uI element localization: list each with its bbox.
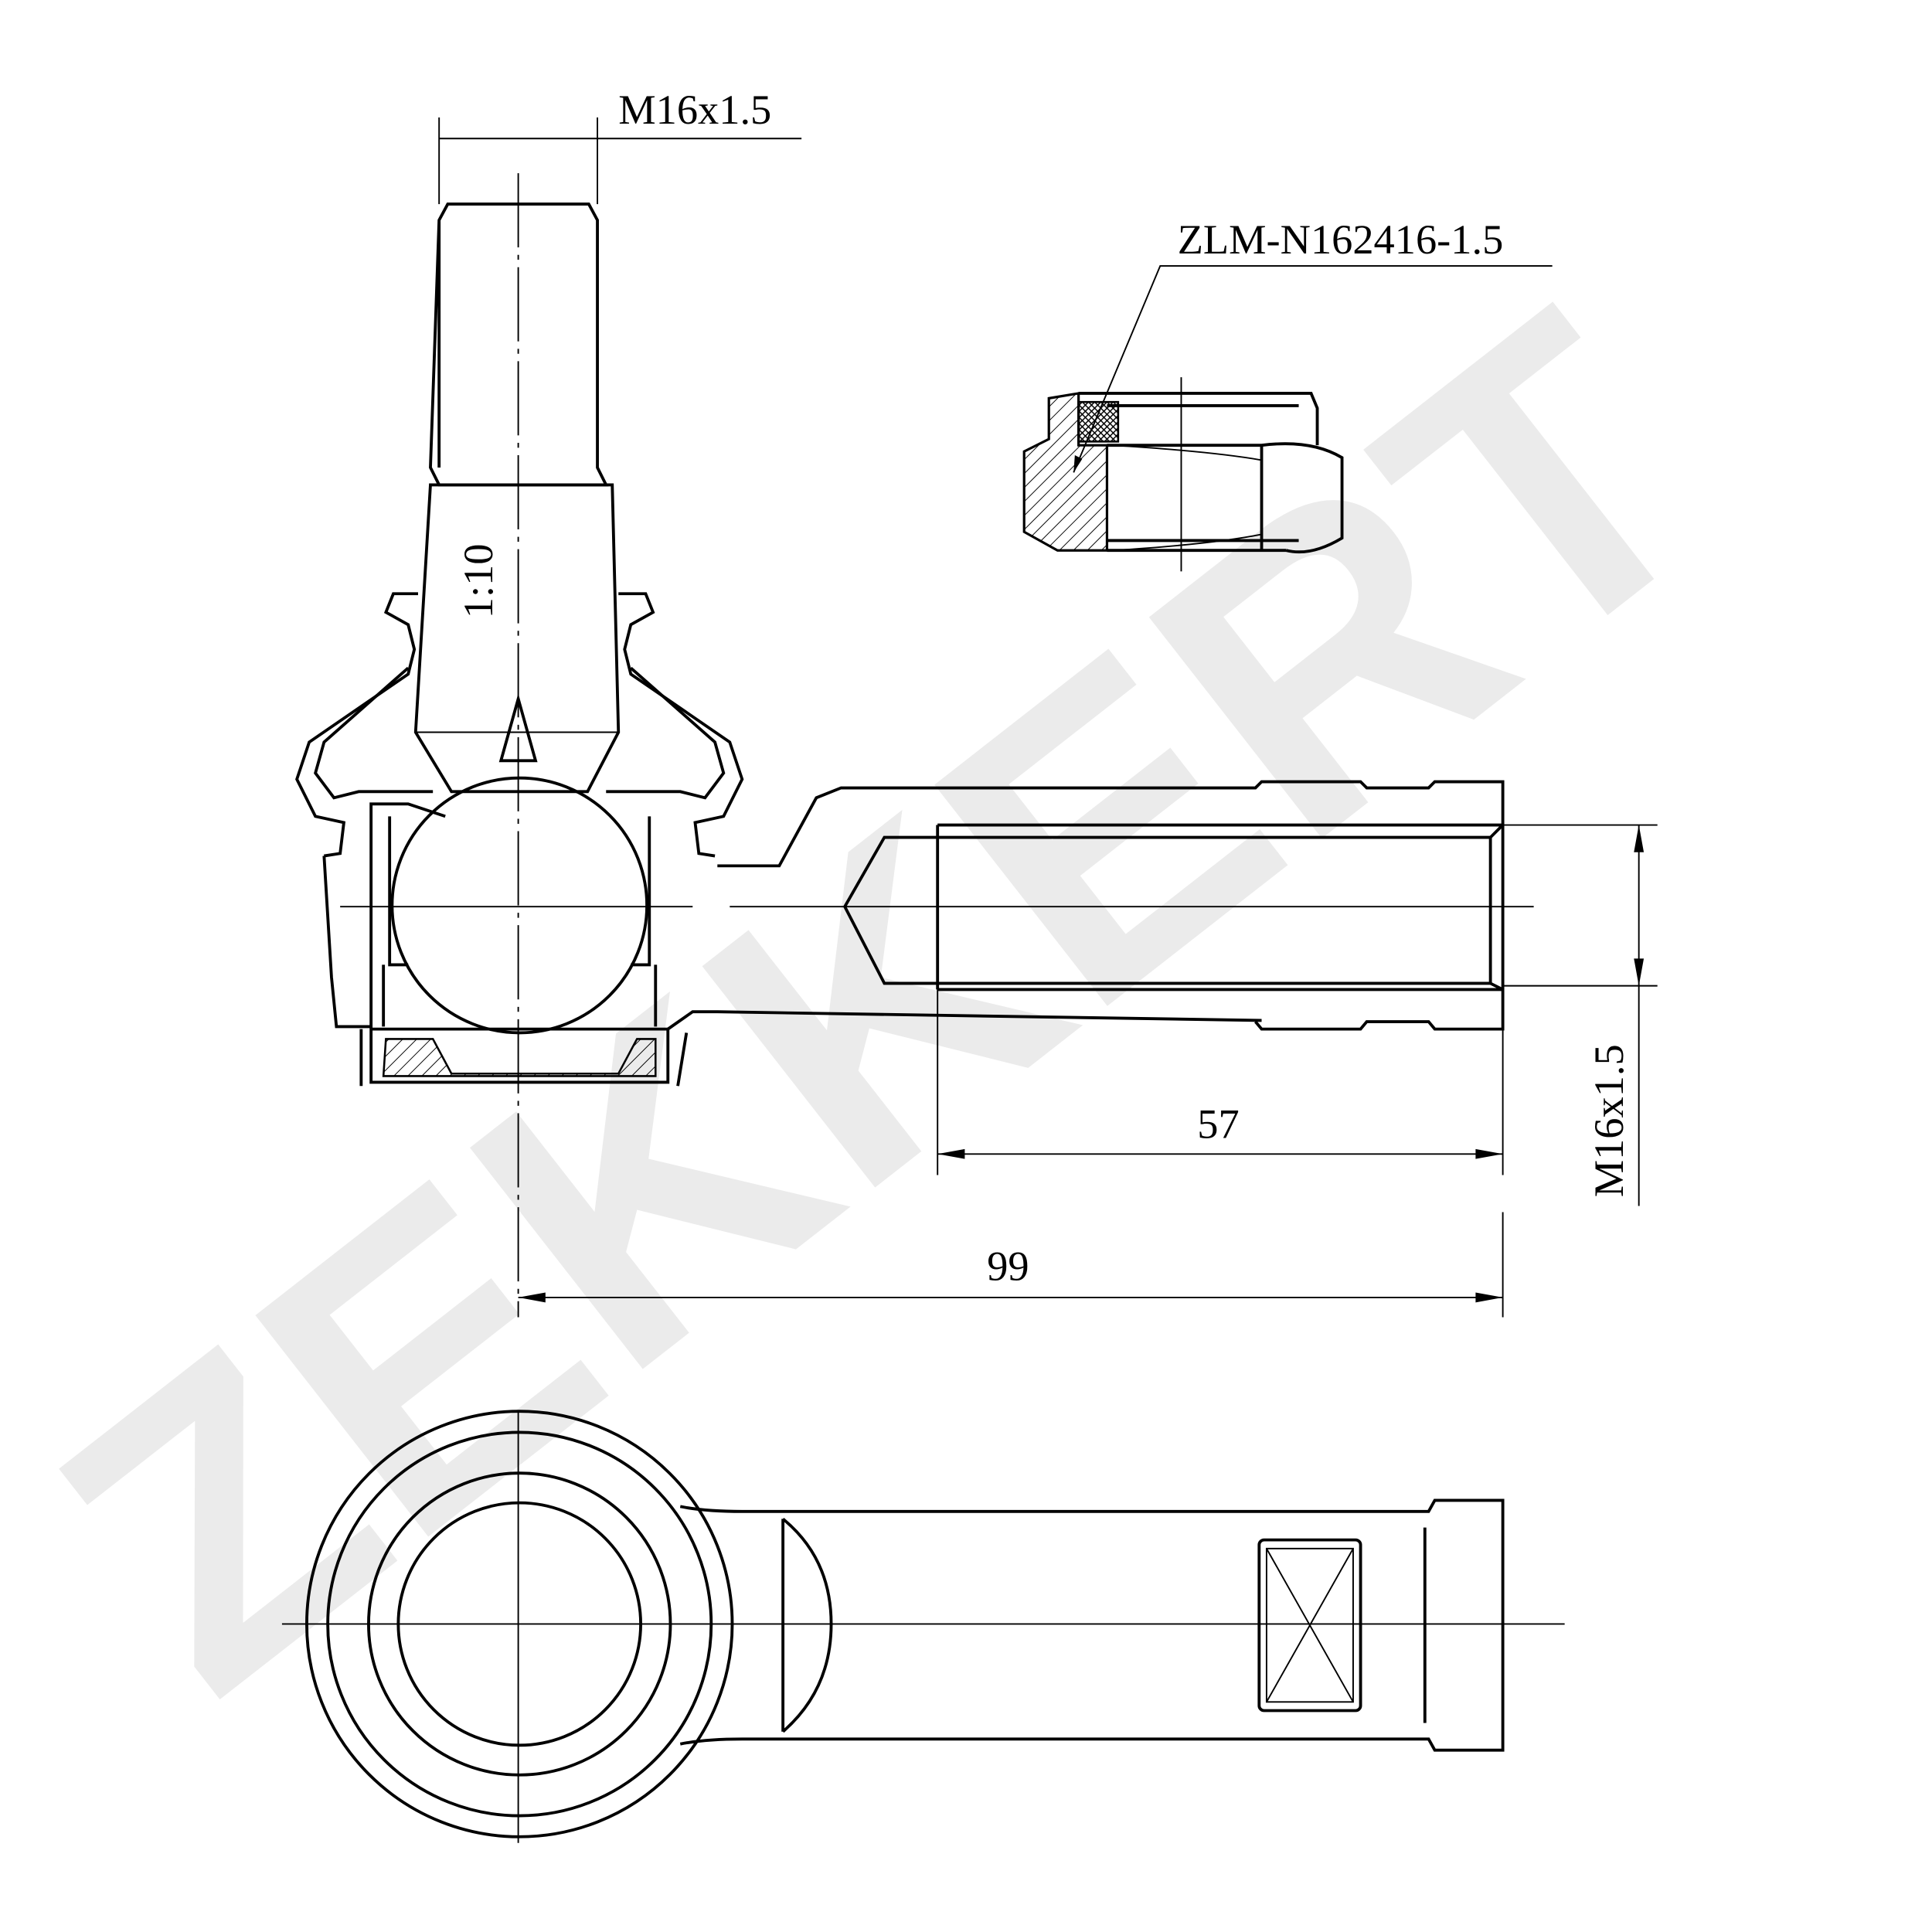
ball-stud	[340, 173, 693, 1318]
dust-boot	[295, 592, 744, 858]
thread-depth-label: 57	[1197, 1100, 1239, 1147]
top-view	[281, 1410, 1565, 1843]
dimension-57: 57	[937, 989, 1504, 1175]
nut-part-label: ZLM-N162416-1.5	[1178, 216, 1504, 263]
dimension-stud-thread: M16x1.5	[438, 87, 802, 205]
housing	[322, 780, 1534, 1087]
lock-nut: ZLM-N162416-1.5	[1022, 216, 1553, 572]
dimension-99: 99	[518, 1212, 1504, 1318]
taper-label: 1:10	[455, 544, 502, 619]
stud-thread-label: M16x1.5	[618, 87, 771, 133]
dimension-inner-thread: M16x1.5	[1502, 824, 1658, 1206]
inner-thread-label: M16x1.5	[1586, 1044, 1632, 1197]
watermark: ZEKKERT	[0, 230, 1782, 1775]
overall-length-label: 99	[987, 1243, 1029, 1290]
